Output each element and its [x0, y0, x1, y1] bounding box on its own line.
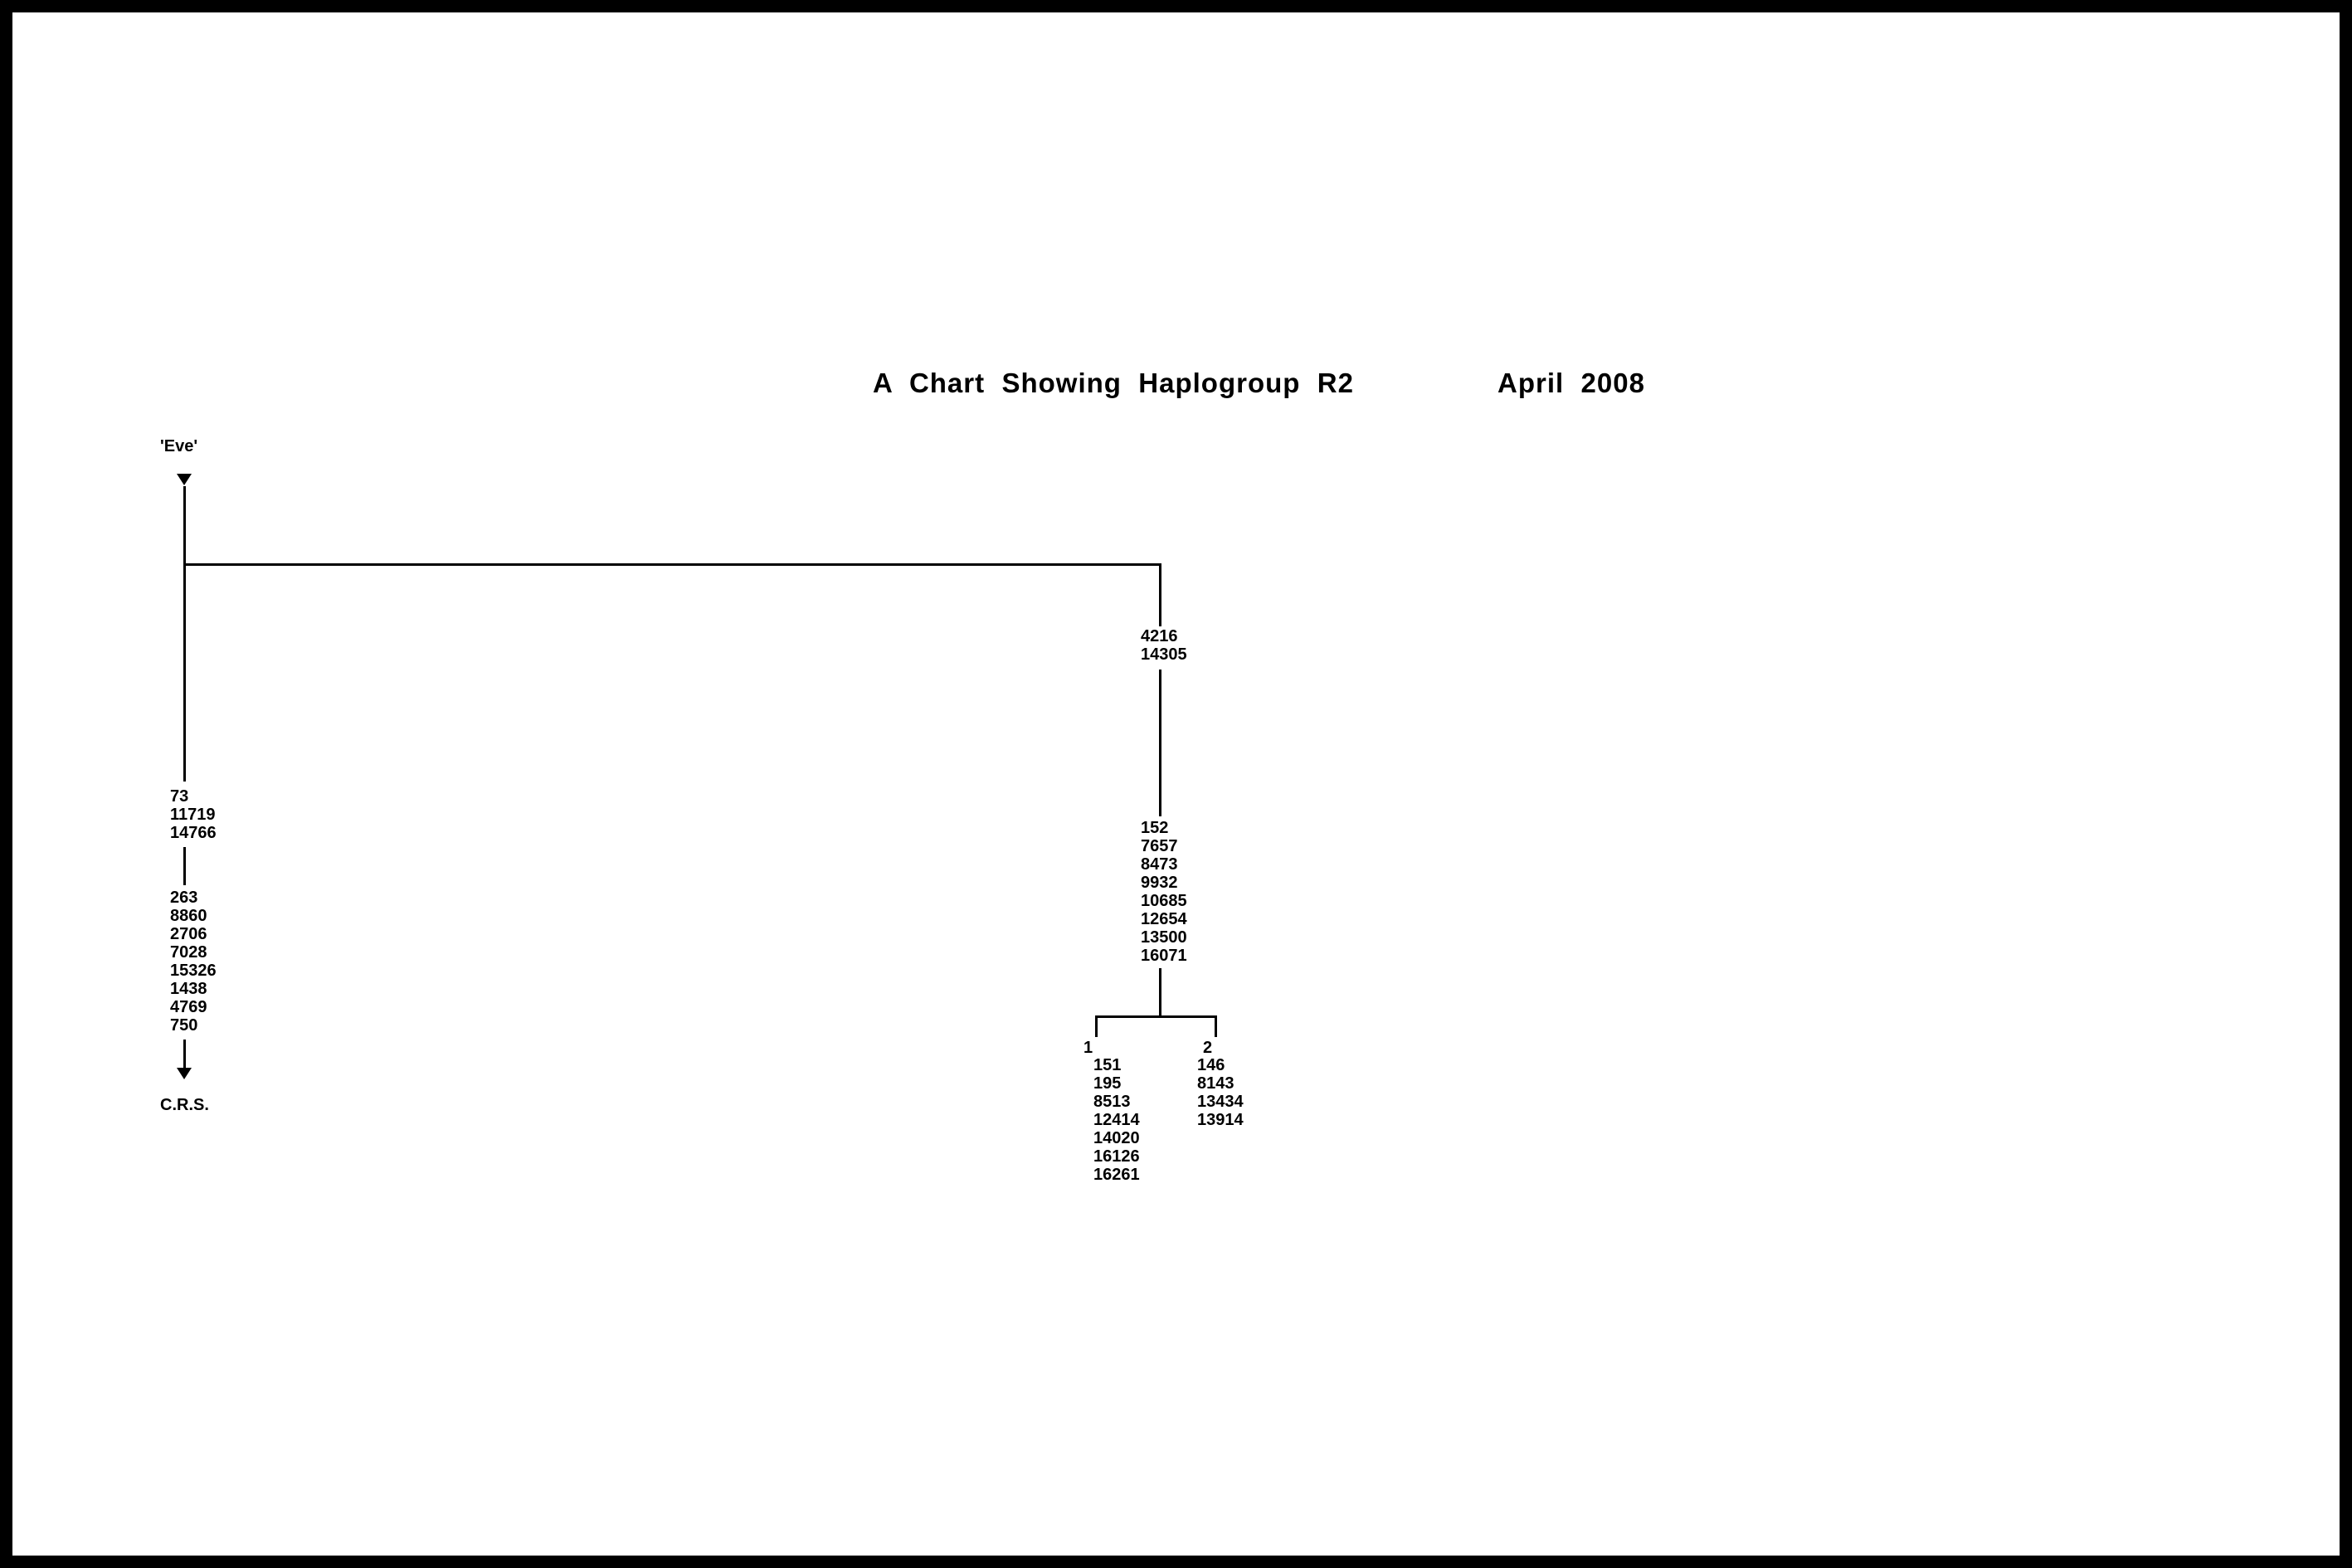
child-2-mutation-list: 146 8143 13434 13914: [1197, 1056, 1244, 1129]
chart-date: April 2008: [1497, 368, 1645, 398]
top-branch-line: [183, 563, 1161, 566]
child-2-label: 2: [1203, 1039, 1213, 1057]
eve-stem-line: [183, 486, 186, 782]
root-arrowhead-down-icon: [177, 474, 192, 485]
left-mutation-list-2: 263 8860 2706 7028 15326 1438 4769 750: [170, 889, 217, 1035]
children-connector-line: [1095, 1015, 1217, 1018]
right-stem-line-3: [1159, 968, 1161, 1015]
root-label: 'Eve': [160, 437, 198, 455]
chart-title: A Chart Showing Haplogroup R2: [873, 368, 1354, 398]
left-stem-segment-line: [183, 847, 186, 885]
right-stem-line-2: [1159, 670, 1161, 816]
right-mutation-list-2: 152 7657 8473 9932 10685 12654 13500 160…: [1141, 819, 1187, 965]
crs-arrowhead-down-icon: [177, 1068, 192, 1079]
child-1-tick-line: [1095, 1015, 1098, 1037]
left-mutation-list-1: 73 11719 14766: [170, 787, 217, 842]
crs-label: C.R.S.: [160, 1096, 209, 1114]
child-1-label: 1: [1083, 1039, 1093, 1057]
child-1-mutation-list: 151 195 8513 12414 14020 16126 16261: [1093, 1056, 1140, 1184]
right-stem-line-1: [1159, 563, 1161, 626]
crs-arrow-line: [183, 1040, 186, 1069]
child-2-tick-line: [1215, 1015, 1217, 1037]
right-mutation-list-1: 4216 14305: [1141, 627, 1187, 664]
